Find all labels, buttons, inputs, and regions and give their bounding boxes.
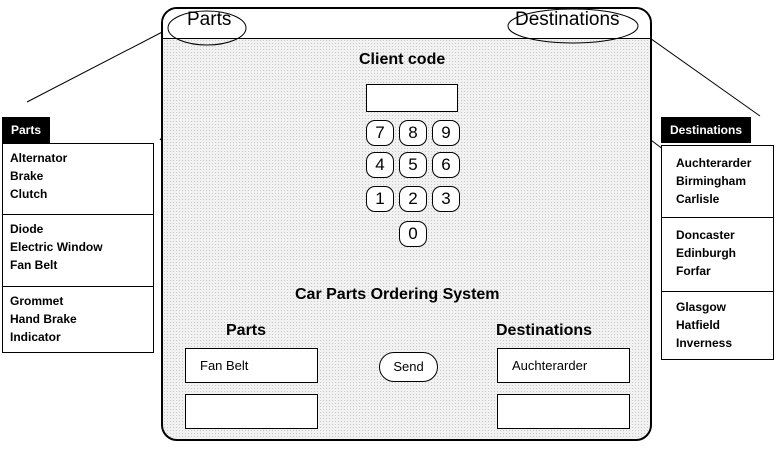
menu-item[interactable]: Auchterarder xyxy=(676,156,752,170)
menu-item[interactable]: Doncaster xyxy=(676,228,735,242)
menu-item[interactable]: Carlisle xyxy=(676,192,720,206)
keypad-key-6[interactable]: 6 xyxy=(432,152,460,178)
parts-callout-line xyxy=(26,27,171,103)
keypad-key-2[interactable]: 2 xyxy=(399,186,427,212)
menu-item[interactable]: Indicator xyxy=(10,330,61,344)
keypad-key-3[interactable]: 3 xyxy=(432,186,460,212)
destinations-menu-group: Doncaster Edinburgh Forfar xyxy=(662,217,773,291)
menu-item[interactable]: Fan Belt xyxy=(10,258,58,272)
menu-item[interactable]: Alternator xyxy=(10,151,68,165)
ordering-panel: Client code 7 8 9 4 5 6 1 2 3 0 Car Part… xyxy=(161,7,652,441)
keypad-key-1[interactable]: 1 xyxy=(366,186,394,212)
destination-field-2[interactable] xyxy=(497,394,630,429)
keypad-key-0[interactable]: 0 xyxy=(399,221,427,247)
keypad-key-5[interactable]: 5 xyxy=(399,152,427,178)
parts-heading: Parts xyxy=(226,322,267,339)
parts-menu-group: Grommet Hand Brake Indicator xyxy=(3,286,153,351)
keypad-key-9[interactable]: 9 xyxy=(432,120,460,146)
parts-menu: Alternator Brake Clutch Diode Electric W… xyxy=(2,143,154,353)
client-code-label: Client code xyxy=(359,51,446,68)
destinations-heading: Destinations xyxy=(496,322,593,339)
system-title: Car Parts Ordering System xyxy=(295,286,500,303)
destinations-menu: Auchterarder Birmingham Carlisle Doncast… xyxy=(661,145,774,360)
parts-field-1[interactable]: Fan Belt xyxy=(185,348,318,383)
menu-item[interactable]: Hatfield xyxy=(676,318,721,332)
keypad-key-8[interactable]: 8 xyxy=(399,120,427,146)
client-code-input[interactable] xyxy=(366,84,458,112)
parts-field-2[interactable] xyxy=(185,394,318,429)
menu-item[interactable]: Edinburgh xyxy=(676,246,736,260)
menu-item[interactable]: Brake xyxy=(10,169,44,183)
destinations-menu-group: Glasgow Hatfield Inverness xyxy=(662,291,773,358)
menu-item[interactable]: Diode xyxy=(10,222,44,236)
menu-item[interactable]: Birmingham xyxy=(676,174,747,188)
parts-highlight-ellipse xyxy=(167,10,247,46)
menu-item[interactable]: Hand Brake xyxy=(10,312,77,326)
top-destinations-label[interactable]: Destinations xyxy=(515,9,620,30)
top-parts-label[interactable]: Parts xyxy=(187,9,232,30)
parts-menu-group: Diode Electric Window Fan Belt xyxy=(3,214,153,286)
destinations-menu-tab: Destinations xyxy=(661,117,752,143)
destination-field-1[interactable]: Auchterarder xyxy=(497,348,630,383)
menu-item[interactable]: Inverness xyxy=(676,336,733,350)
menu-item[interactable]: Clutch xyxy=(10,187,48,201)
destinations-menu-group: Auchterarder Birmingham Carlisle xyxy=(662,146,773,217)
keypad-key-7[interactable]: 7 xyxy=(366,120,394,146)
menu-item[interactable]: Glasgow xyxy=(676,300,727,314)
parts-menu-tab: Parts xyxy=(2,117,51,143)
keypad-key-4[interactable]: 4 xyxy=(366,152,394,178)
menu-item[interactable]: Electric Window xyxy=(10,240,103,254)
destinations-highlight-ellipse xyxy=(507,8,639,44)
send-button[interactable]: Send xyxy=(379,352,438,382)
parts-menu-group: Alternator Brake Clutch xyxy=(3,144,153,214)
menu-item[interactable]: Forfar xyxy=(676,264,711,278)
menu-item[interactable]: Grommet xyxy=(10,294,64,308)
